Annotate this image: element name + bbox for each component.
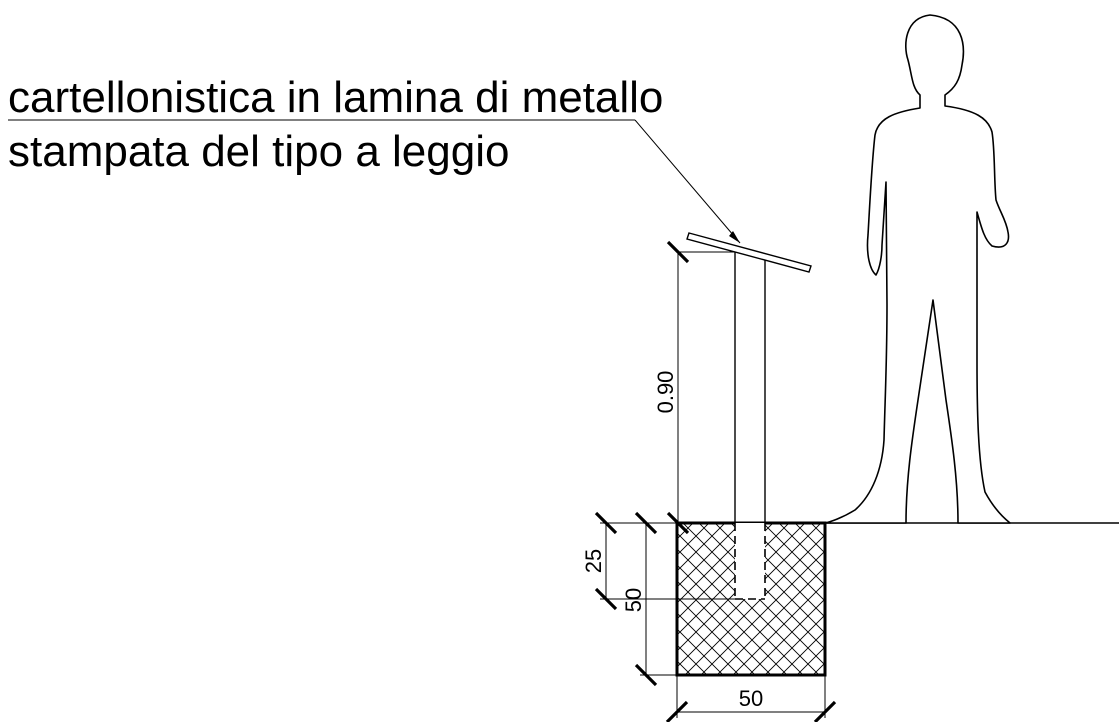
dimension-label-foundation-width: 50 [739,686,763,711]
dim-tick [634,663,658,687]
sign-post [734,250,766,523]
dim-tick [634,511,658,535]
dim-tick [666,240,690,264]
embedded-post-dashed [734,523,766,600]
sign-panel [686,232,812,273]
dim-tick [594,587,618,611]
dimension-label-embed-depth: 25 [581,549,606,573]
dimension-label-foundation-depth: 50 [621,588,646,612]
dim-tick [594,511,618,535]
dim-tick [813,700,837,722]
dimension-foundation-width: 50 [665,675,837,722]
leader-arrow-icon [729,231,740,243]
leader-line [634,119,741,244]
dim-tick [665,700,689,722]
dimension-label-post-height: 0.90 [653,371,678,414]
annotation-line-1: cartellonistica in lamina di metallo [8,73,663,122]
dimension-post-height: 0.90 [653,240,690,535]
dimension-embed-depth: 25 [581,511,735,611]
human-silhouette-icon [824,14,1011,524]
dimension-foundation-depth: 50 [621,511,677,687]
annotation-line-2: stampata del tipo a leggio [8,127,509,176]
dim-tick [666,511,690,535]
